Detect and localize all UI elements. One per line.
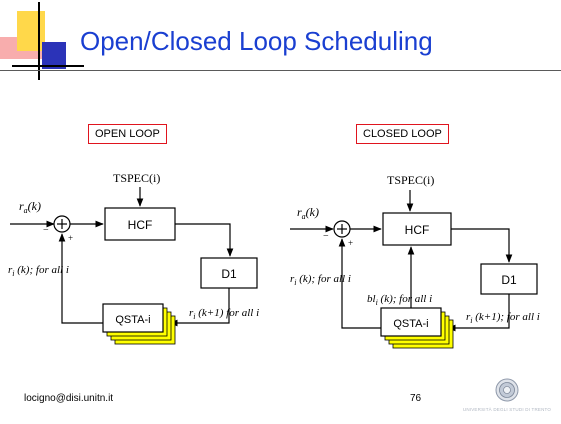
closed-hcf-block	[382, 212, 452, 246]
title-decoration	[42, 42, 66, 69]
closed-tspec-label: TSPEC(i)	[387, 173, 434, 187]
closed-hcf-label: HCF	[405, 223, 430, 237]
closed-d1-block	[480, 263, 538, 295]
closed-output-label: ri (k+1); for all i	[466, 311, 540, 325]
university-seal-icon	[495, 378, 519, 402]
closed-feedback-label: ri (k); for all i	[290, 273, 351, 287]
closed-minus-sign: −	[323, 231, 329, 242]
closed-input-label: ra(k)	[297, 205, 319, 221]
closed-bl-label: bli (k); for all i	[367, 293, 432, 307]
open-loop-label: OPEN LOOP	[88, 124, 167, 144]
closed-plus-sign: +	[348, 238, 353, 248]
title-divider	[0, 70, 561, 71]
title-decoration	[12, 65, 84, 67]
open-hcf-label: HCF	[128, 218, 153, 232]
title-decoration	[38, 2, 40, 80]
open-tspec-label: TSPEC(i)	[113, 171, 160, 185]
closed-qsta-label: QSTA-i	[393, 318, 428, 330]
university-logo: UNIVERSITÀ DEGLI STUDI DI TRENTO	[462, 378, 552, 424]
footer-email: locigno@disi.unitn.it	[24, 393, 114, 404]
open-loop-diagram: TSPEC(i) ra(k) − + HCF D1 ri (k+1) for a…	[8, 171, 259, 345]
title-decoration	[17, 11, 45, 51]
open-qsta-label: QSTA-i	[115, 314, 150, 326]
open-d1-label: D1	[221, 267, 237, 281]
closed-d1-label: D1	[501, 273, 517, 287]
logo-text: UNIVERSITÀ DEGLI STUDI DI TRENTO	[462, 407, 552, 412]
open-output-label: ri (k+1) for all i	[189, 307, 259, 321]
closed-loop-diagram: TSPEC(i) ra(k) − + HCF D1 ri (k+1); for …	[290, 173, 540, 349]
closed-loop-label: CLOSED LOOP	[356, 124, 449, 144]
open-minus-sign: −	[43, 225, 49, 236]
open-feedback-label: ri (k); for all i	[8, 264, 69, 278]
slide-title: Open/Closed Loop Scheduling	[80, 26, 433, 56]
open-d1-block	[200, 257, 258, 289]
open-plus-sign: +	[68, 233, 73, 243]
closed-qsta-block	[380, 307, 442, 337]
open-input-label: ra(k)	[19, 199, 41, 215]
open-qsta-block	[102, 303, 164, 333]
page-number: 76	[410, 393, 422, 404]
